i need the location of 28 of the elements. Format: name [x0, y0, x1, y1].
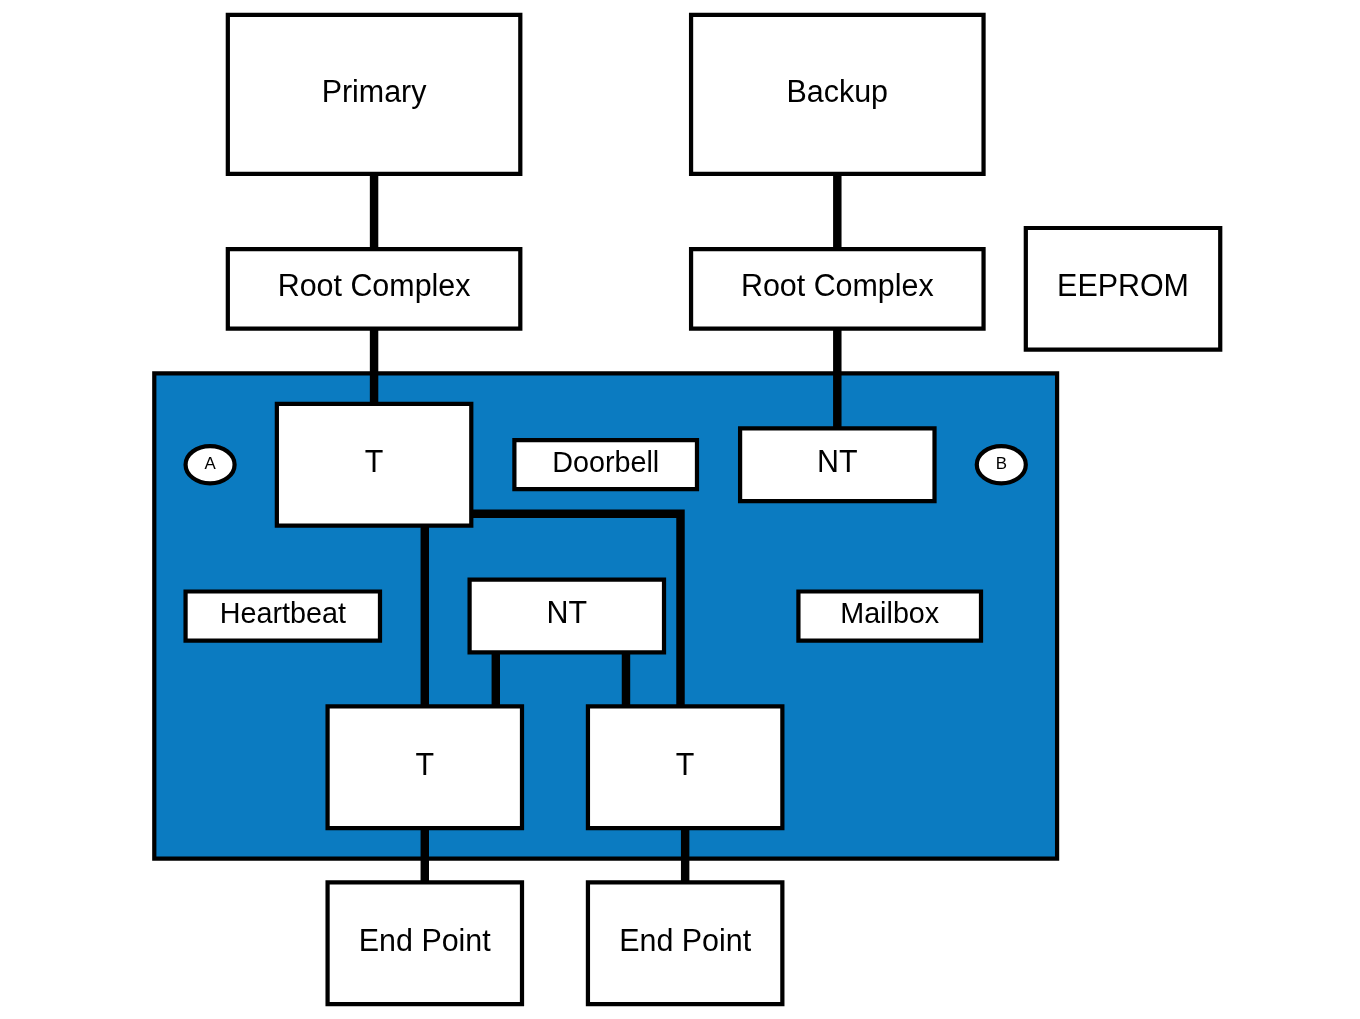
node-box: T [274, 401, 473, 528]
node-box: Mailbox [795, 589, 983, 643]
node-box: End Point [585, 880, 784, 1007]
node-box: Backup [688, 12, 986, 177]
connector [832, 174, 842, 249]
connector [621, 652, 630, 707]
node-box: T [324, 704, 524, 831]
node-box: End Point [324, 880, 524, 1007]
connector [832, 328, 842, 428]
node-box: Heartbeat [182, 589, 382, 643]
connector [680, 828, 689, 883]
connector [491, 652, 500, 707]
node-box: Root Complex [225, 247, 522, 331]
connector [369, 174, 378, 249]
node-ellipse: A [182, 444, 237, 486]
cluster [151, 371, 1059, 861]
node-box: NT [737, 426, 937, 504]
node-ellipse: B [974, 444, 1028, 486]
connector [369, 328, 378, 404]
connector [471, 509, 685, 706]
connector [420, 525, 429, 707]
node-box: T [585, 704, 784, 831]
node-box: Doorbell [511, 438, 699, 492]
connector [420, 828, 429, 883]
node-box: EEPROM [1023, 225, 1222, 352]
node-box: Primary [225, 12, 522, 177]
node-box: NT [466, 577, 666, 655]
node-box: Root Complex [688, 247, 986, 331]
